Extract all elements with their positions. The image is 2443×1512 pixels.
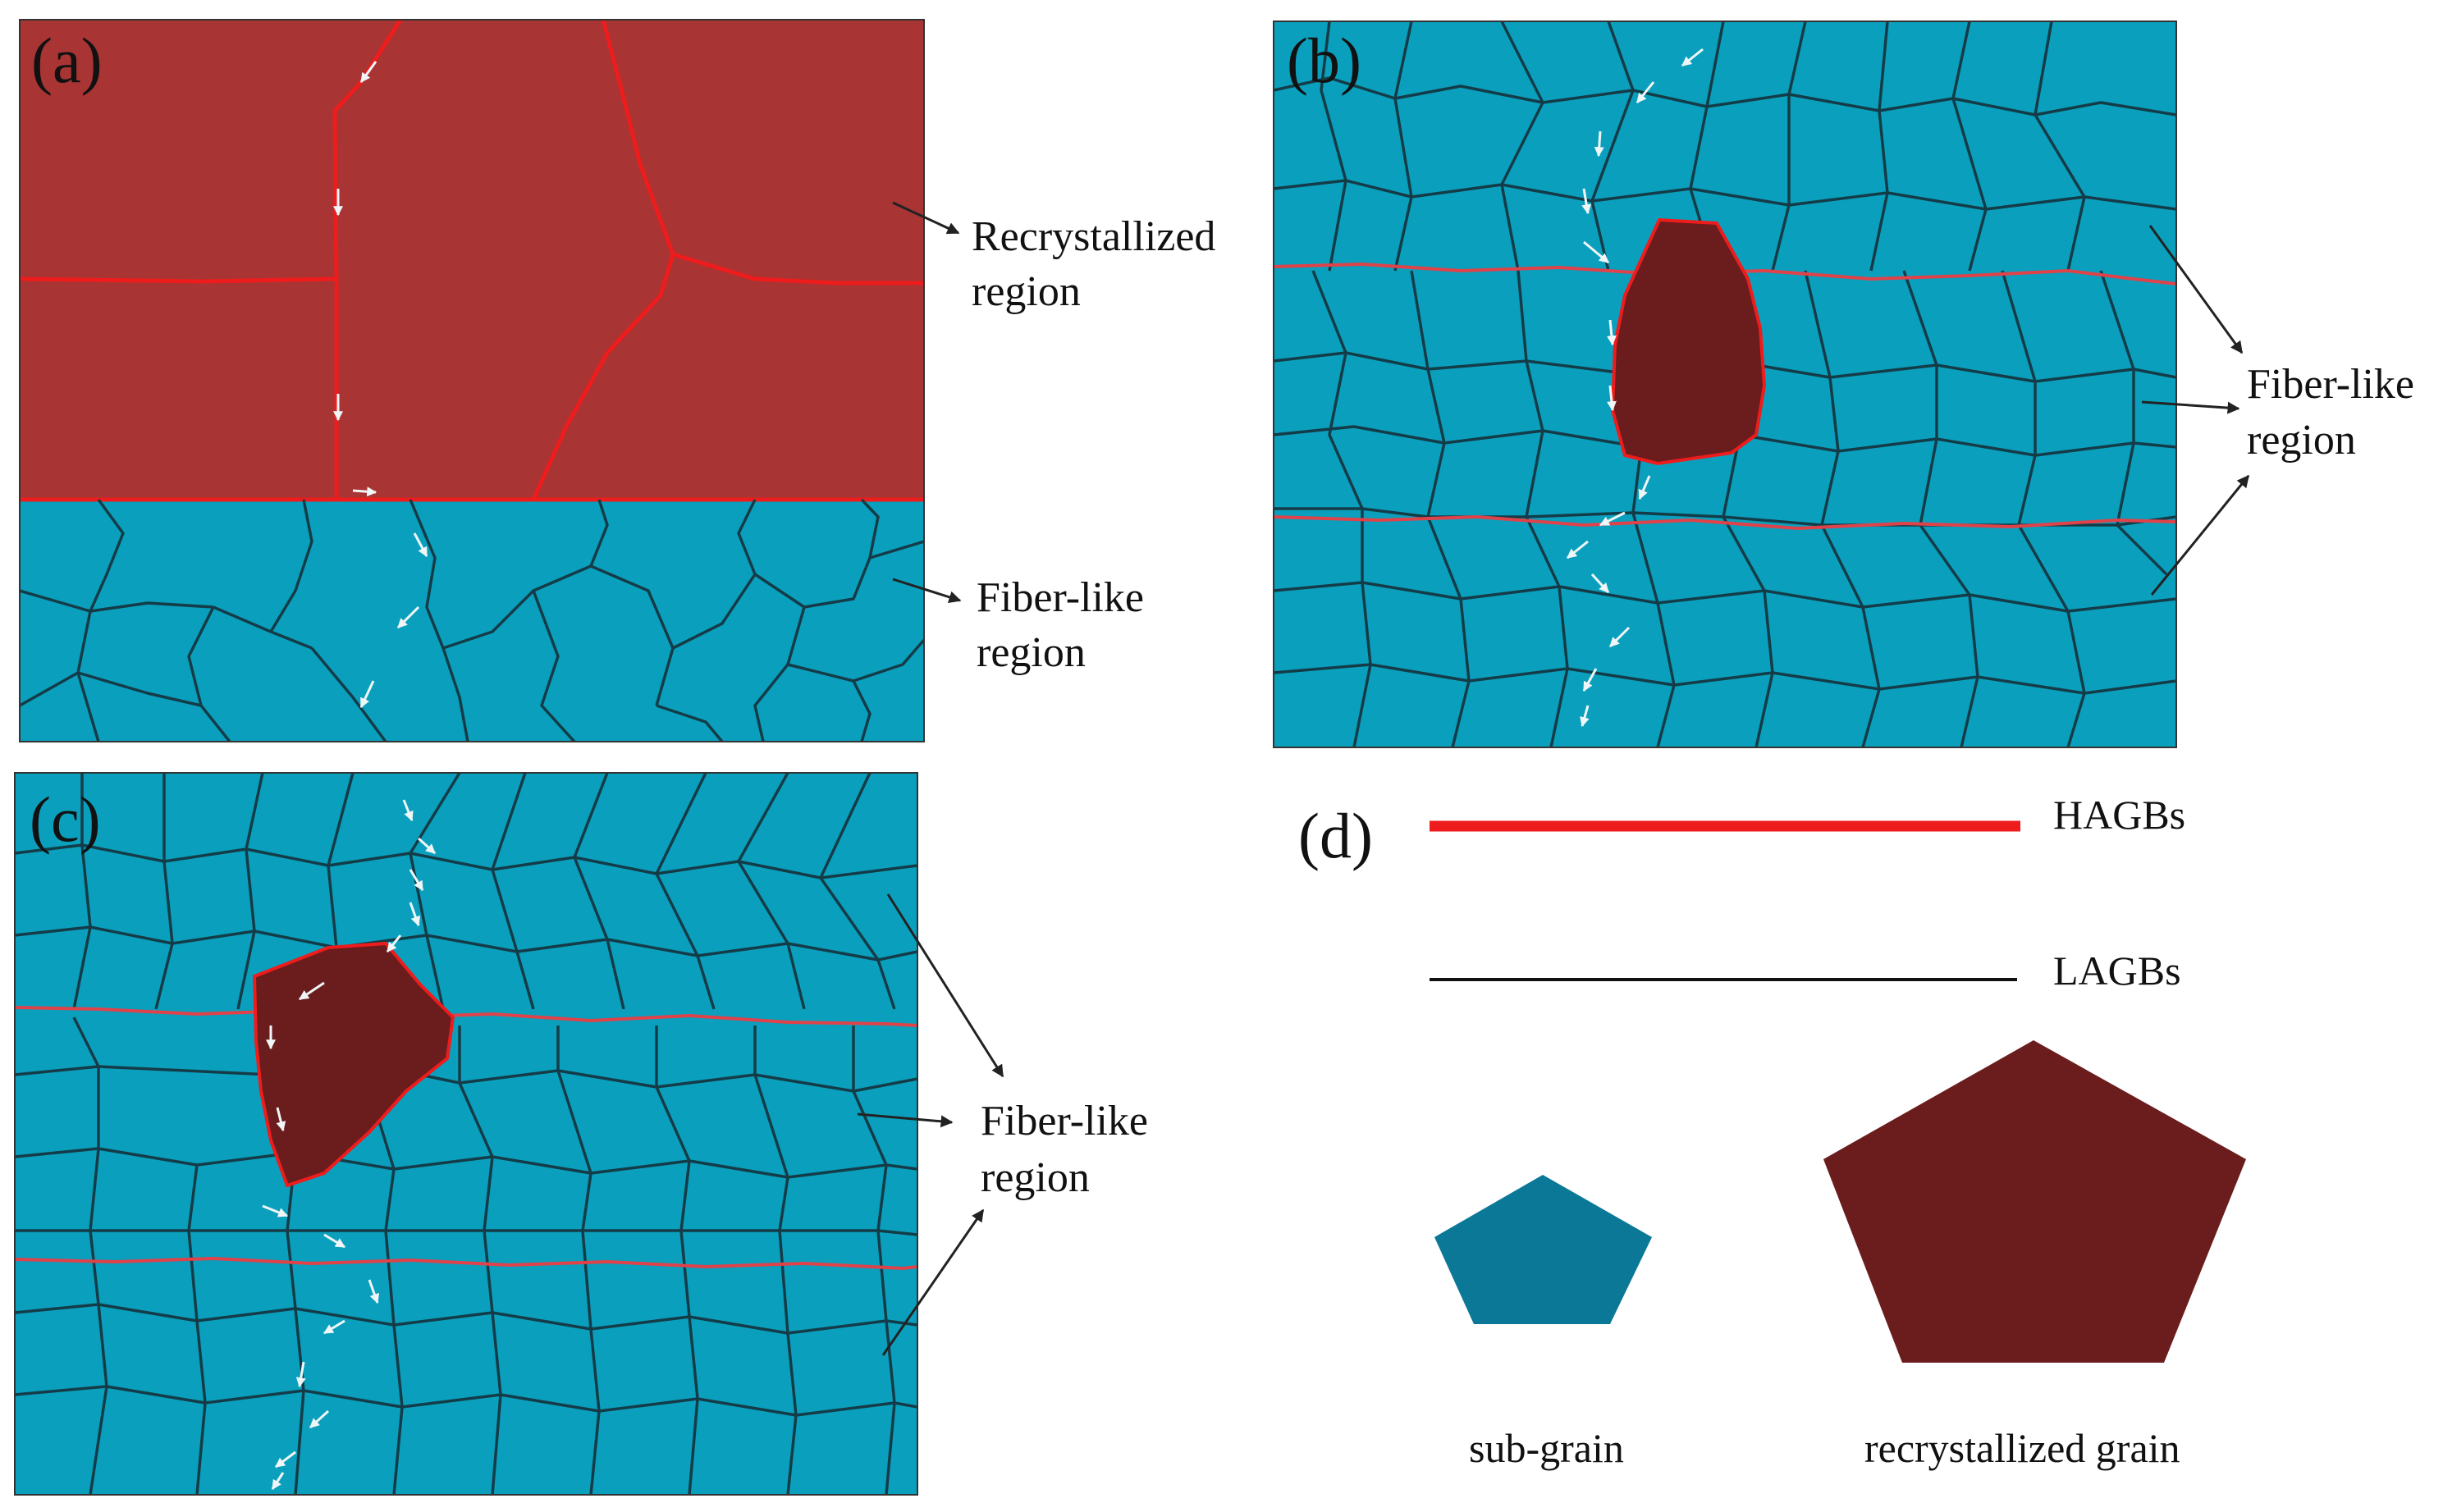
callout-recrystallized-region: Recrystallized region [892, 201, 1215, 315]
callout-fiber-region-a: Fiber-like region [892, 574, 1144, 676]
panel-label-a: (a) [31, 25, 103, 96]
panel-label-c: (c) [30, 783, 101, 855]
legend-label-recrystallized-grain: recrystallized grain [1864, 1425, 2180, 1471]
hagb-boundaries [20, 20, 924, 502]
fiber-like-region [20, 500, 924, 742]
hagb-boundaries [15, 1006, 917, 1271]
callout-text-line2: region [981, 1154, 1090, 1201]
lagb-network [20, 498, 924, 742]
callout-text-line1: Recrystallized [972, 213, 1215, 260]
callout-text-line1: Fiber-like [981, 1098, 1148, 1144]
panel-a: (a) Recrystallized region Fiber-like reg… [19, 19, 1215, 742]
legend-lagb: LAGBs [1430, 948, 2181, 994]
legend-label-sub-grain: sub-grain [1469, 1425, 1624, 1471]
legend-sub-grain: sub-grain [1434, 1175, 1652, 1471]
callout-fiber-region-c: Fiber-like region [857, 893, 1148, 1356]
panel-c: (c) Fiber-like region [14, 772, 1148, 1496]
panel-label-b: (b) [1287, 25, 1361, 96]
migration-arrows [262, 799, 437, 1491]
callout-text-line2: region [2247, 417, 2356, 464]
fiber-like-region [15, 773, 917, 1495]
callout-fiber-region-b: Fiber-like region [2141, 225, 2414, 596]
migration-arrows [1567, 48, 1704, 728]
panel-label-d: (d) [1298, 800, 1373, 871]
callout-text-line1: Fiber-like [977, 574, 1144, 621]
panel-d: (d) HAGBs LAGBs sub-grain recrystallized… [1298, 792, 2246, 1471]
recrystallized-region [20, 20, 924, 500]
legend-hagb: HAGBs [1430, 792, 2185, 838]
callout-text-line1: Fiber-like [2247, 361, 2414, 408]
lagb-network [15, 773, 917, 1495]
callout-text-line2: region [972, 268, 1081, 315]
legend-label-lagb: LAGBs [2053, 948, 2181, 994]
sub-grain-shape [1434, 1175, 1652, 1324]
panel-b: (b) Fiber-like region [1273, 21, 2414, 748]
migration-arrows [333, 61, 428, 709]
legend-recrystallized-grain: recrystallized grain [1823, 1040, 2246, 1471]
legend-label-hagb: HAGBs [2053, 792, 2185, 838]
callout-text-line2: region [977, 629, 1086, 676]
recrystallized-grain-shape [1823, 1040, 2246, 1363]
hagb-boundaries [1274, 262, 2176, 531]
